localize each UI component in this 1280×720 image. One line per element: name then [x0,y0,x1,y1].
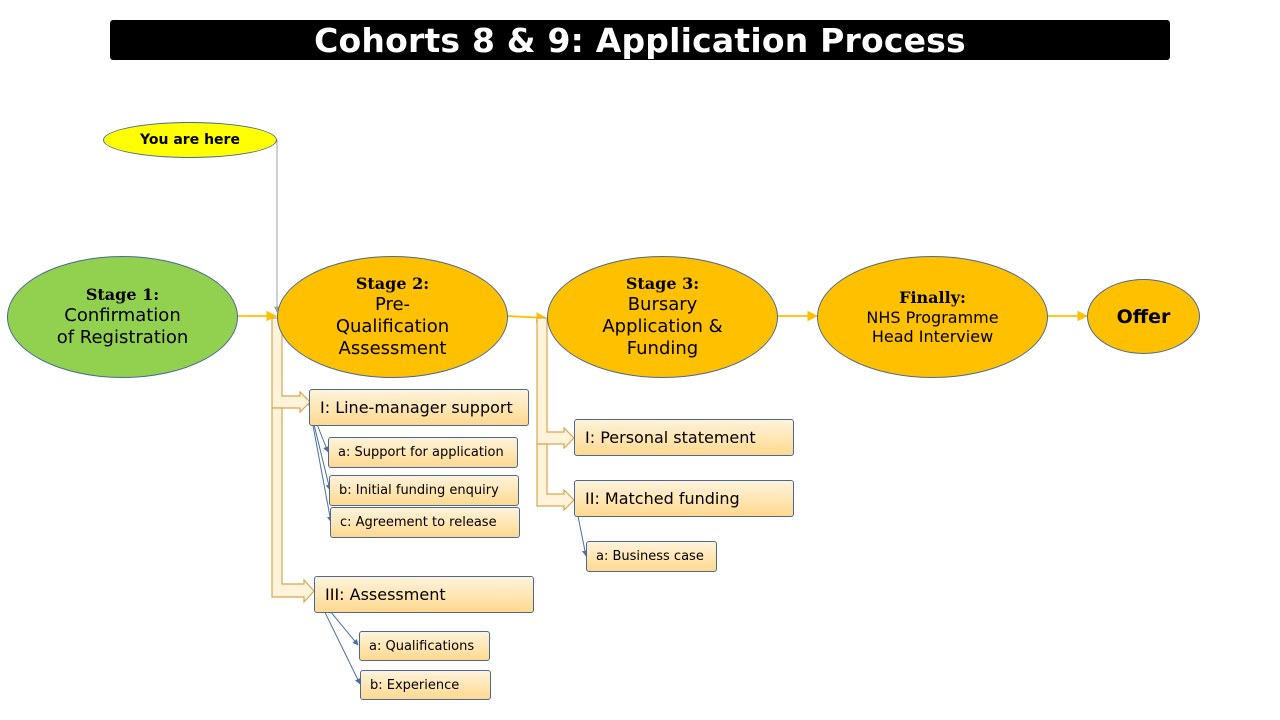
finally-heading: Finally: [899,288,966,307]
stage2-line1: Pre- [374,294,411,315]
substep-agreement-to-release: c: Agreement to release [330,507,520,538]
substep-qualifications: a: Qualifications [359,631,490,661]
substep-experience: b: Experience [360,670,491,700]
stage3-block-arrows [536,317,575,512]
stage1-heading: Stage 1: [85,285,160,304]
stage1-oval: Stage 1: Confirmation of Registration [7,256,238,378]
stage3-oval: Stage 3: Bursary Application & Funding [547,256,778,378]
stage2-block-arrows [271,317,315,604]
stage3-line1: Bursary [627,294,698,315]
stage2-line3: Assessment [338,338,447,359]
stage3-heading: Stage 3: [625,274,700,293]
step-personal-statement: I: Personal statement [574,419,794,456]
offer-label: Offer [1116,305,1171,328]
offer-oval: Offer [1087,279,1200,354]
stage2-heading: Stage 2: [355,274,430,293]
page-title: Cohorts 8 & 9: Application Process [314,20,966,60]
step-matched-funding: II: Matched funding [574,480,794,517]
you-are-here-marker: You are here [103,122,277,158]
finally-line1: NHS Programme [866,308,999,327]
marker-pointer [274,139,280,313]
finally-oval: Finally: NHS Programme Head Interview [817,256,1048,378]
finally-line2: Head Interview [871,327,994,346]
stage2-oval: Stage 2: Pre- Qualification Assessment [277,256,508,378]
step-line-manager-support: I: Line-manager support [309,389,529,426]
title-bar: Cohorts 8 & 9: Application Process [110,20,1170,60]
stage2-line2: Qualification [335,316,450,337]
stage3-line3: Funding [626,338,699,359]
stage1-line1: Confirmation [64,305,181,326]
stage1-line2: of Registration [56,327,189,348]
stage3-line2: Application & [602,316,723,337]
step-assessment: III: Assessment [314,576,534,613]
substep-initial-funding-enquiry: b: Initial funding enquiry [329,475,519,506]
substep-support-for-application: a: Support for application [328,437,518,468]
substep-business-case: a: Business case [586,541,717,572]
